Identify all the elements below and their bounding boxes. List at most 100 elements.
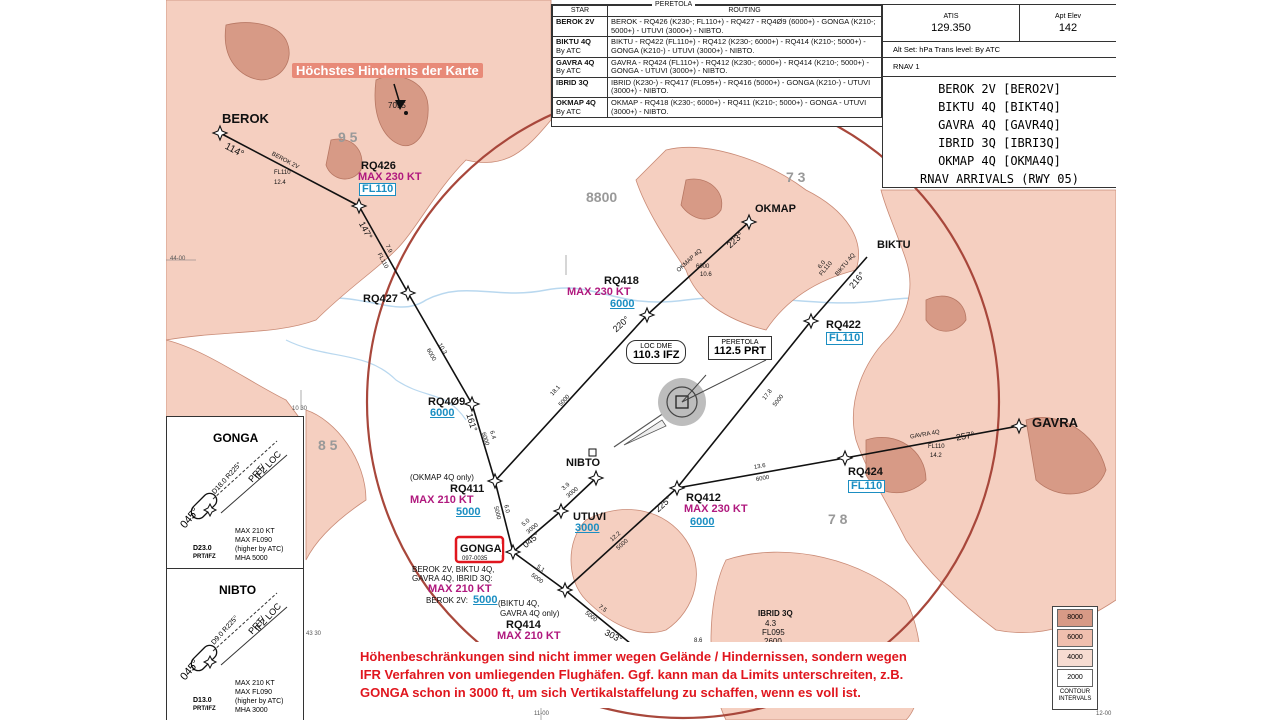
fix-star-icon	[399, 284, 417, 302]
route-gavra-rq424	[844, 425, 1020, 459]
star-name: GAVRA 4Q	[556, 57, 595, 67]
fix-star-icon	[463, 395, 481, 413]
altitude-rq411: 5000	[456, 506, 481, 518]
fix-star-icon	[740, 213, 758, 231]
vor-radial	[681, 374, 707, 403]
star-sub: By ATC	[556, 45, 581, 55]
fix-star-icon	[836, 449, 854, 467]
star-name: BIKTU 4Q	[556, 37, 592, 47]
fix-star-icon	[350, 197, 368, 215]
leg-dist: 14.2	[930, 453, 942, 459]
leg-dist: 10.6	[700, 272, 712, 278]
radial-line	[212, 440, 278, 500]
contour-label: 7 3	[786, 169, 806, 185]
star-sub: By ATC	[556, 106, 581, 116]
waypoint-rq427: RQ427	[363, 293, 398, 305]
fix-star-icon	[486, 472, 504, 490]
high-terrain	[325, 138, 363, 180]
inset-limit: MHA 5000	[235, 555, 268, 562]
explanation-note: Höhenbeschränkungen sind nicht immer weg…	[356, 642, 1016, 708]
grid-label: 11-00	[534, 711, 549, 717]
waypoint-biktu: BIKTU	[877, 239, 911, 251]
waypoint-rq414: RQ414	[506, 619, 541, 631]
waypoint-rq411: RQ411	[450, 483, 485, 495]
waypoint-rq422: RQ422	[826, 319, 861, 331]
high-terrain	[1025, 417, 1107, 495]
waypoint-gonga[interactable]: GONGA	[460, 543, 502, 555]
obstacle-arrow	[395, 100, 406, 110]
elevation-label: Apt Elev	[1054, 13, 1082, 20]
route-rq424-rq412	[676, 457, 846, 489]
inset-limit: (higher by ATC)	[235, 546, 284, 553]
altimeter-transition: Alt Set: hPa Trans level: By ATC	[883, 42, 1116, 58]
elevation-cell: Apt Elev 142	[1020, 5, 1116, 42]
star-routing: BEROK - RQ426 (K230-; FL110+) - RQ427 - …	[607, 16, 882, 38]
fix-star-icon	[504, 543, 522, 561]
altitude-rq418: 6000	[610, 298, 635, 310]
obstacle-elevation: 7055	[388, 101, 406, 110]
gonga-berok-note: BEROK 2V:	[426, 596, 468, 605]
leg-fl: FL110	[928, 444, 945, 450]
leg-fl: FL110	[274, 170, 291, 176]
fix-star-icon	[552, 502, 570, 520]
inset-dme: D23.0	[193, 545, 212, 552]
contour-label: 8 5	[318, 437, 338, 453]
procedure-name: GAVRA 4Q [GAVR4Q]	[938, 118, 1061, 132]
waypoint-gavra: GAVRA	[1032, 415, 1078, 430]
procedure-name: BIKTU 4Q [BIKT4Q]	[938, 100, 1061, 114]
leg-dist: 8.6	[694, 638, 703, 644]
nibto-ndb-icon	[588, 448, 597, 457]
route-rq418-rq411	[494, 314, 648, 482]
leg-alt: 6000	[696, 264, 710, 270]
inset-limit: (higher by ATC)	[235, 698, 284, 705]
inset-dme: D13.0	[193, 697, 212, 704]
star-routing: BIKTU - RQ422 (FL110+) - RQ412 (K230-; 6…	[607, 36, 882, 58]
waypoint-rq412: RQ412	[686, 492, 721, 504]
loc-frequency: 110.3 IFZ	[633, 349, 680, 361]
speed-gonga: MAX 210 KT	[428, 583, 492, 595]
high-terrain	[680, 178, 723, 220]
vor-label: PERETOLA	[721, 339, 759, 346]
high-terrain	[374, 75, 429, 147]
holding-inset-gonga: GONGA 045° D18.0 R225° PRT/ IFZ LOC D23.…	[166, 416, 304, 570]
route-rq412-rq414	[564, 487, 678, 591]
procedure-name: IBRID 3Q [IBRI3Q]	[938, 136, 1061, 150]
elevation-value: 142	[1058, 22, 1078, 34]
contour-label: 9 5	[338, 129, 358, 145]
terrain-area	[166, 339, 302, 421]
procedure-list: BEROK 2V [BERO2V] BIKTU 4Q [BIKT4Q] GAVR…	[883, 76, 1116, 187]
waypoint-utuvi: UTUVI	[573, 511, 606, 523]
rq414-note: (BIKTU 4Q,	[498, 599, 540, 608]
inset-title: NIBTO	[219, 583, 257, 597]
ibrid-fl: FL095	[762, 628, 785, 637]
inset-limit: MAX 210 KT	[235, 680, 275, 687]
speed-rq412: MAX 230 KT	[684, 503, 748, 515]
atis-cell: ATIS 129.350	[883, 5, 1020, 42]
chart-title-fragment: PERETOLA	[652, 1, 696, 8]
vor-frequency: 112.5 PRT	[714, 345, 766, 357]
gonga-highlight-box	[454, 535, 505, 564]
waypoint-symbols	[211, 124, 1028, 599]
fix-star-icon	[668, 479, 686, 497]
holding-pattern-graphic	[190, 592, 288, 672]
route-gonga-utuvi	[512, 510, 562, 553]
loc-dme-box: LOC DME 110.3 IFZ	[626, 340, 687, 364]
waypoint-ibrid: IBRID 3Q	[758, 609, 793, 618]
approach-chart: Höchstes Hindernis der Karte 7055 9 5 88…	[166, 0, 1116, 720]
high-terrain	[925, 295, 967, 332]
star-name: OKMAP 4Q	[556, 98, 596, 108]
inset-limit: MHA 3000	[235, 707, 268, 714]
waypoint-rq426: RQ426	[361, 160, 396, 172]
chart-info-box: ATIS 129.350 Apt Elev 142 Alt Set: hPa T…	[882, 4, 1116, 188]
legend-caption: CONTOUR	[1059, 689, 1091, 695]
atis-label: ATIS	[943, 13, 959, 20]
waypoint-nibto: NIBTO	[566, 457, 601, 469]
route-okmap-rq418	[646, 221, 750, 316]
gonga-subtext: 097-0035	[462, 556, 488, 562]
route-rq427-rq409	[407, 292, 473, 405]
dme-box	[675, 395, 689, 409]
inset-limit: MAX 210 KT	[235, 528, 275, 535]
atis-frequency: 129.350	[931, 22, 971, 34]
rq414-note2: GAVRA 4Q only)	[500, 609, 560, 618]
